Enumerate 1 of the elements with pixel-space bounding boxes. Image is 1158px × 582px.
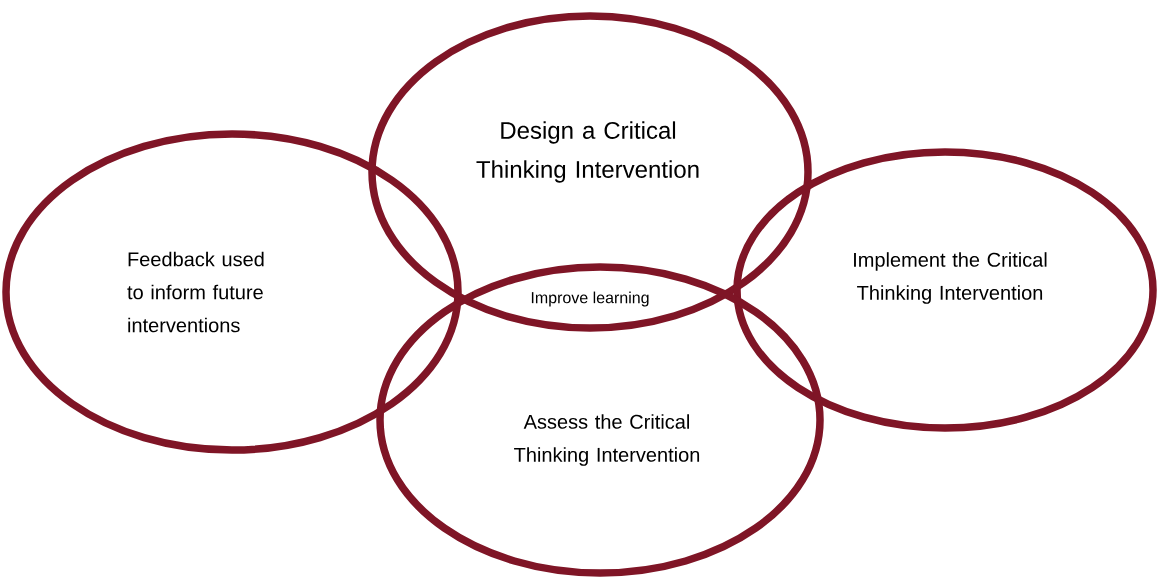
center-label: Improve learning — [531, 291, 649, 307]
